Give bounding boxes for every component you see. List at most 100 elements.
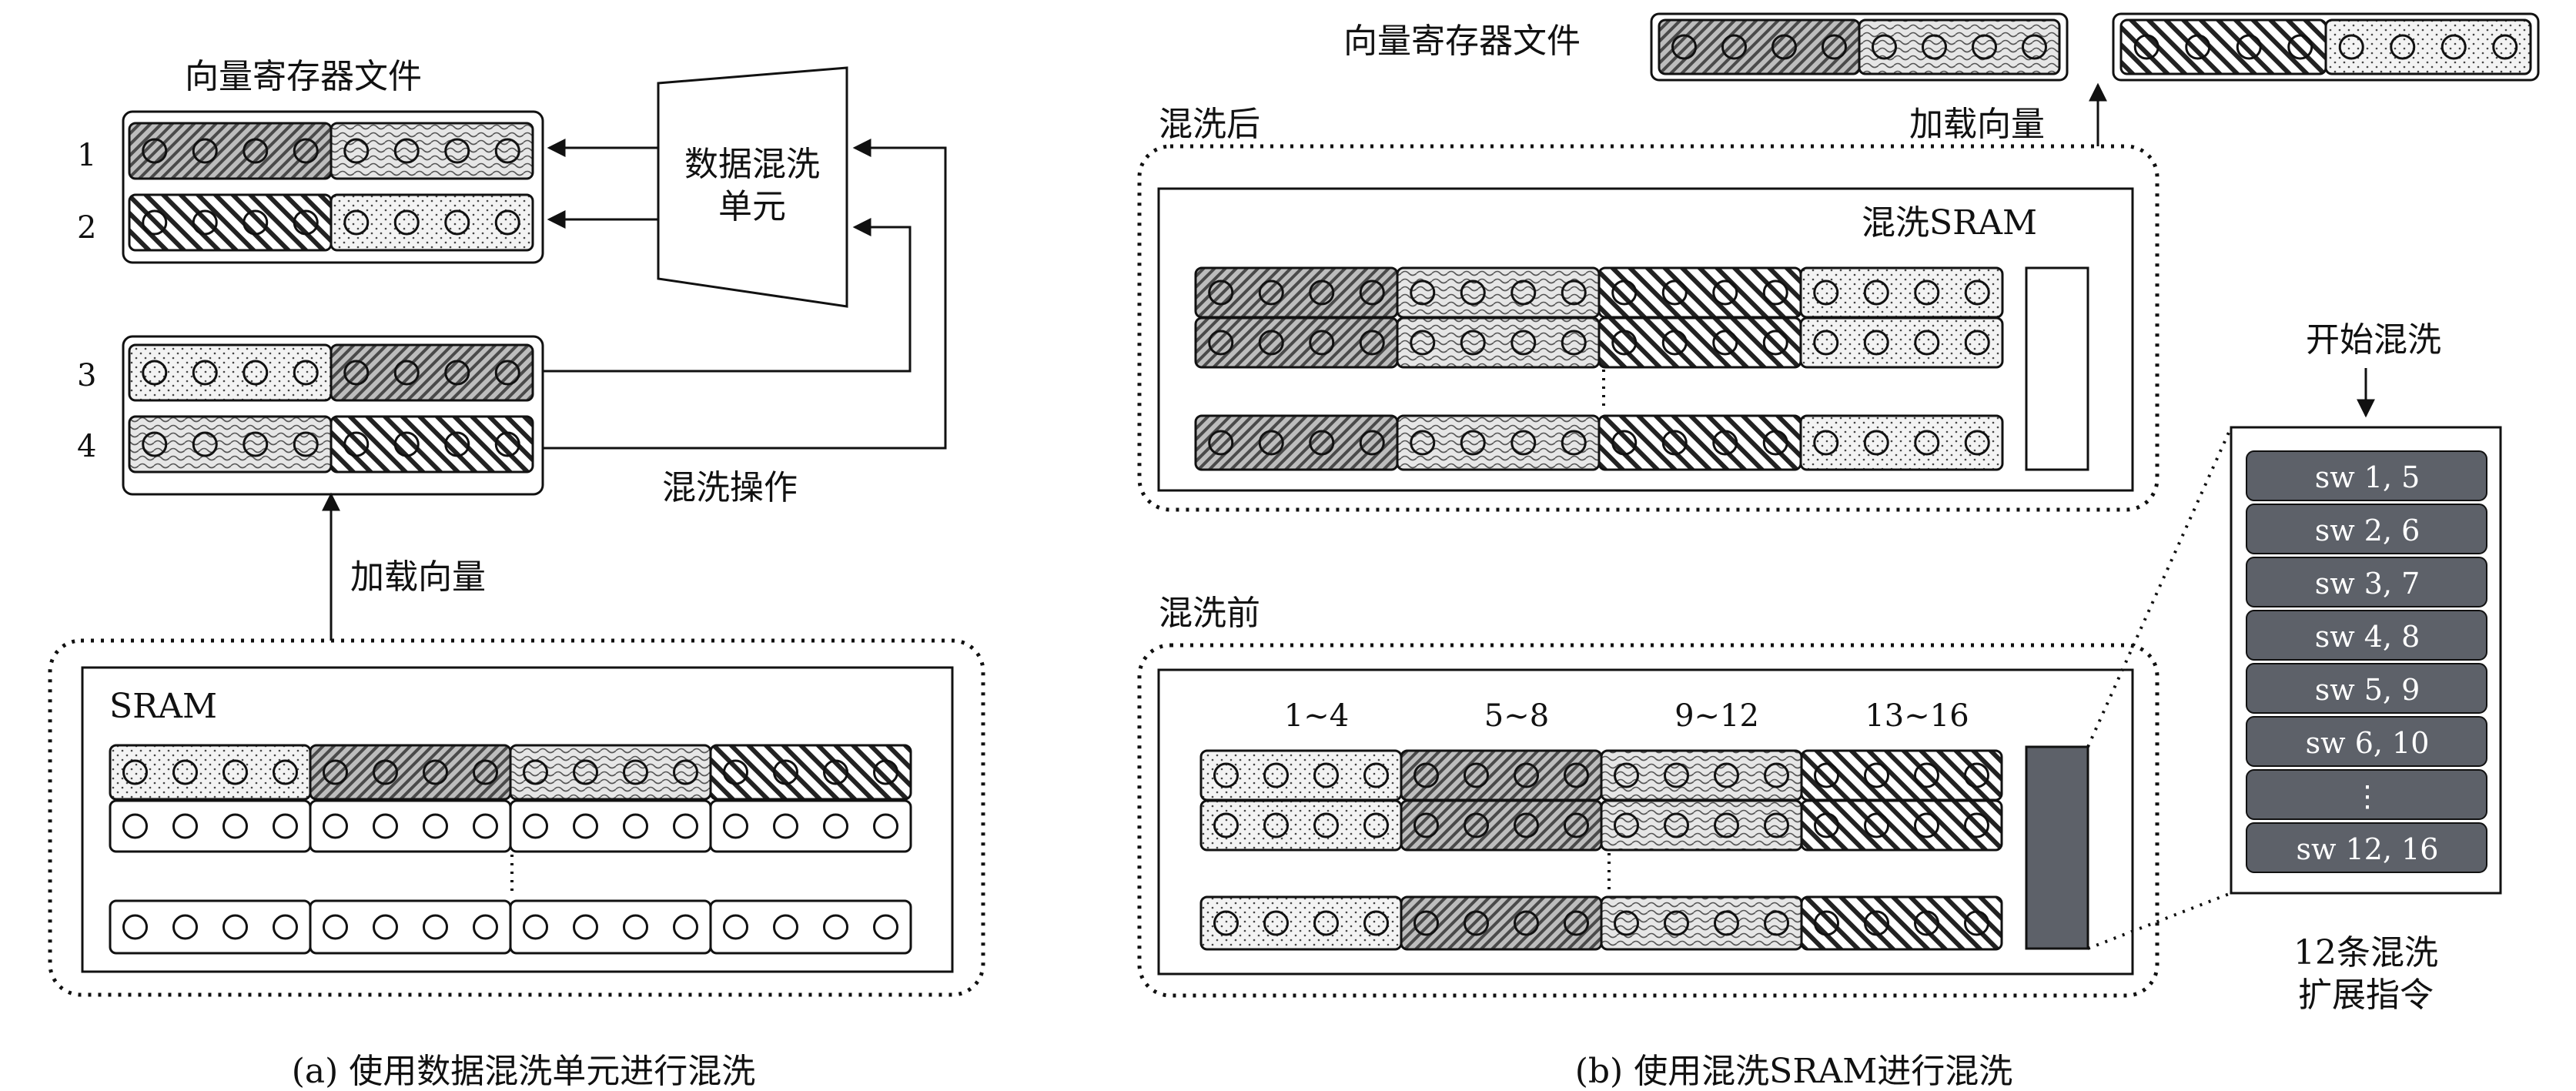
b-after-row-2-seg-2-circle <box>1410 330 1436 356</box>
b-after-row-2-seg-1-circle <box>1208 330 1234 356</box>
a-sram-row-n-seg-2 <box>309 899 512 955</box>
a-shuffle-op-label: 混洗操作 <box>662 468 798 507</box>
b-after-row-2-seg-3 <box>1597 316 1802 369</box>
b-after-row-n-seg-2-circle <box>1460 430 1486 456</box>
b-register-row-1-seg-2 <box>1858 18 2061 75</box>
b-register-row-1-seg-1-circle <box>1822 34 1847 60</box>
b-before-row-n-seg-3-circle <box>1664 910 1689 936</box>
a-register-row-2-seg-2 <box>330 193 534 252</box>
a-sram-row-n-seg-3-circle <box>623 914 648 940</box>
b-register-row-1-seg-2-circle <box>1872 34 1897 60</box>
b-register-row-2-seg-2-circle <box>2338 34 2364 60</box>
b-before-row-n-seg-4-circle <box>1864 910 1889 936</box>
a-sram-row-1-seg-1-circle <box>122 759 148 785</box>
b-before-row-2-seg-4-circle <box>1814 812 1839 838</box>
instruction-text-1: sw 1, 5 <box>2314 460 2420 494</box>
a-sram-row-n-seg-2-circle <box>323 914 348 940</box>
b-register-row-2-seg-2-circle <box>2390 34 2416 60</box>
b-before-row-2-seg-3 <box>1600 799 1803 852</box>
a-sram-row-n-seg-2-circle <box>473 914 498 940</box>
a-sram-row-2-seg-2-circle <box>473 813 498 839</box>
a-register-row-2-seg-1-circle <box>142 209 168 236</box>
a-register-row-3-seg-1-circle <box>293 360 319 386</box>
b-after-row-1-seg-1-circle <box>1359 279 1385 306</box>
a-register-row-1-seg-2-circle <box>343 138 370 164</box>
b-caption: (b) 使用混洗SRAM进行混洗 <box>1574 1052 2013 1091</box>
a-register-row-2-seg-1-circle <box>192 209 218 236</box>
a-register-row-4-seg-2-circle <box>343 431 370 457</box>
a-sram-row-1-seg-1 <box>109 744 312 801</box>
a-sram-row-2-seg-1-circle <box>273 813 298 839</box>
b-after-row-n-seg-3-circle <box>1762 430 1788 456</box>
b-instruction-item-5 <box>2246 663 2487 714</box>
b-instruction-item-4 <box>2246 610 2487 661</box>
a-register-number-4: 4 <box>77 429 97 464</box>
a-sram-row-2-seg-1-circle <box>122 813 148 839</box>
a-load-label: 加载向量 <box>350 557 486 597</box>
a-sram-row-n-seg-3-circle <box>673 914 698 940</box>
b-register-box-2 <box>2112 12 2540 82</box>
a-sram-row-2-seg-3-circle <box>523 813 548 839</box>
b-before-row-2-seg-3-circle <box>1714 812 1739 838</box>
b-range-label-3: 9~12 <box>1674 698 1759 734</box>
instruction-text-3: sw 3, 7 <box>2314 567 2420 601</box>
b-before-row-n-seg-2-circle <box>1514 910 1539 936</box>
a-sram-row-1-seg-3-circle <box>573 759 598 785</box>
b-after-row-n-seg-1-circle <box>1309 430 1335 456</box>
b-register-row-2-seg-2-circle <box>2492 34 2518 60</box>
b-register-row-1-seg-1-circle <box>1721 34 1747 60</box>
b-after-row-2-seg-3-circle <box>1661 330 1688 356</box>
a-sram-row-2-seg-4-circle <box>823 813 848 839</box>
a-sram-label: SRAM <box>109 687 218 726</box>
a-register-row-2-seg-2-circle <box>393 209 420 236</box>
b-register-row-1-seg-2-circle <box>2022 34 2047 60</box>
a-sram-row-2-seg-2-circle <box>373 813 398 839</box>
a-sram-row-n-seg-1-circle <box>172 914 198 940</box>
b-after-row-2-seg-2-circle <box>1460 330 1486 356</box>
b-before-row-n-seg-2-circle <box>1413 910 1439 936</box>
a-sram-row-2-seg-4-circle <box>873 813 898 839</box>
a-sram-row-1-seg-3-circle <box>623 759 648 785</box>
b-before-row-n-seg-3-circle <box>1764 910 1789 936</box>
a-sram-row-2-seg-2-circle <box>423 813 448 839</box>
b-after-row-n-seg-4-circle <box>1964 430 1990 456</box>
b-before-row-2-seg-4 <box>1800 799 2003 852</box>
a-shuffle-input-3 <box>543 218 912 373</box>
a-shuffle-unit <box>657 66 848 308</box>
a-register-row-3-seg-2-circle <box>393 360 420 386</box>
a-sram-row-1-seg-4-circle <box>723 759 748 785</box>
b-after-row-n-seg-1 <box>1194 414 1399 471</box>
a-sram-row-n-seg-4-circle <box>873 914 898 940</box>
b-after-row-1-seg-2-circle <box>1410 279 1436 306</box>
a-register-row-4-seg-1-circle <box>142 431 168 457</box>
b-instruction-item-7 <box>2246 769 2487 820</box>
b-after-row-2-seg-3-circle <box>1762 330 1788 356</box>
b-register-row-2-seg-1-circle <box>2287 34 2313 60</box>
b-before-row-2-seg-4-circle <box>1914 812 1939 838</box>
b-before-row-1-seg-4-circle <box>1964 762 1989 788</box>
b-after-row-1-seg-4-circle <box>1863 279 1889 306</box>
b-before-row-n-seg-2-circle <box>1464 910 1489 936</box>
b-register-row-1-seg-1 <box>1658 18 1861 75</box>
b-after-control-block <box>2025 266 2089 471</box>
a-caption: (a) 使用数据混洗单元进行混洗 <box>291 1052 756 1091</box>
b-register-row-2-seg-1-circle <box>2133 34 2159 60</box>
b-before-row-1-seg-3-circle <box>1764 762 1789 788</box>
a-register-row-2-seg-1-circle <box>243 209 269 236</box>
a-sram-row-1-seg-2-circle <box>323 759 348 785</box>
b-register-row-2-seg-1-circle <box>2185 34 2211 60</box>
b-before-label: 混洗前 <box>1159 594 1260 633</box>
a-sram-row-1-seg-4-circle <box>773 759 798 785</box>
b-range-label-2: 5~8 <box>1484 698 1550 734</box>
b-register-row-1-seg-2-circle <box>1922 34 1947 60</box>
a-register-row-1-seg-1-circle <box>192 138 218 164</box>
b-before-row-1-seg-3-circle <box>1664 762 1689 788</box>
b-after-row-1-seg-2-circle <box>1561 279 1587 306</box>
b-after-row-1-seg-2-circle <box>1460 279 1486 306</box>
a-register-row-1-seg-2-circle <box>444 138 470 164</box>
b-after-row-1-seg-4-circle <box>1914 279 1940 306</box>
a-sram-row-2-seg-3-circle <box>573 813 598 839</box>
a-sram-row-2-seg-4-circle <box>723 813 748 839</box>
a-sram-row-2-seg-2 <box>309 799 512 853</box>
